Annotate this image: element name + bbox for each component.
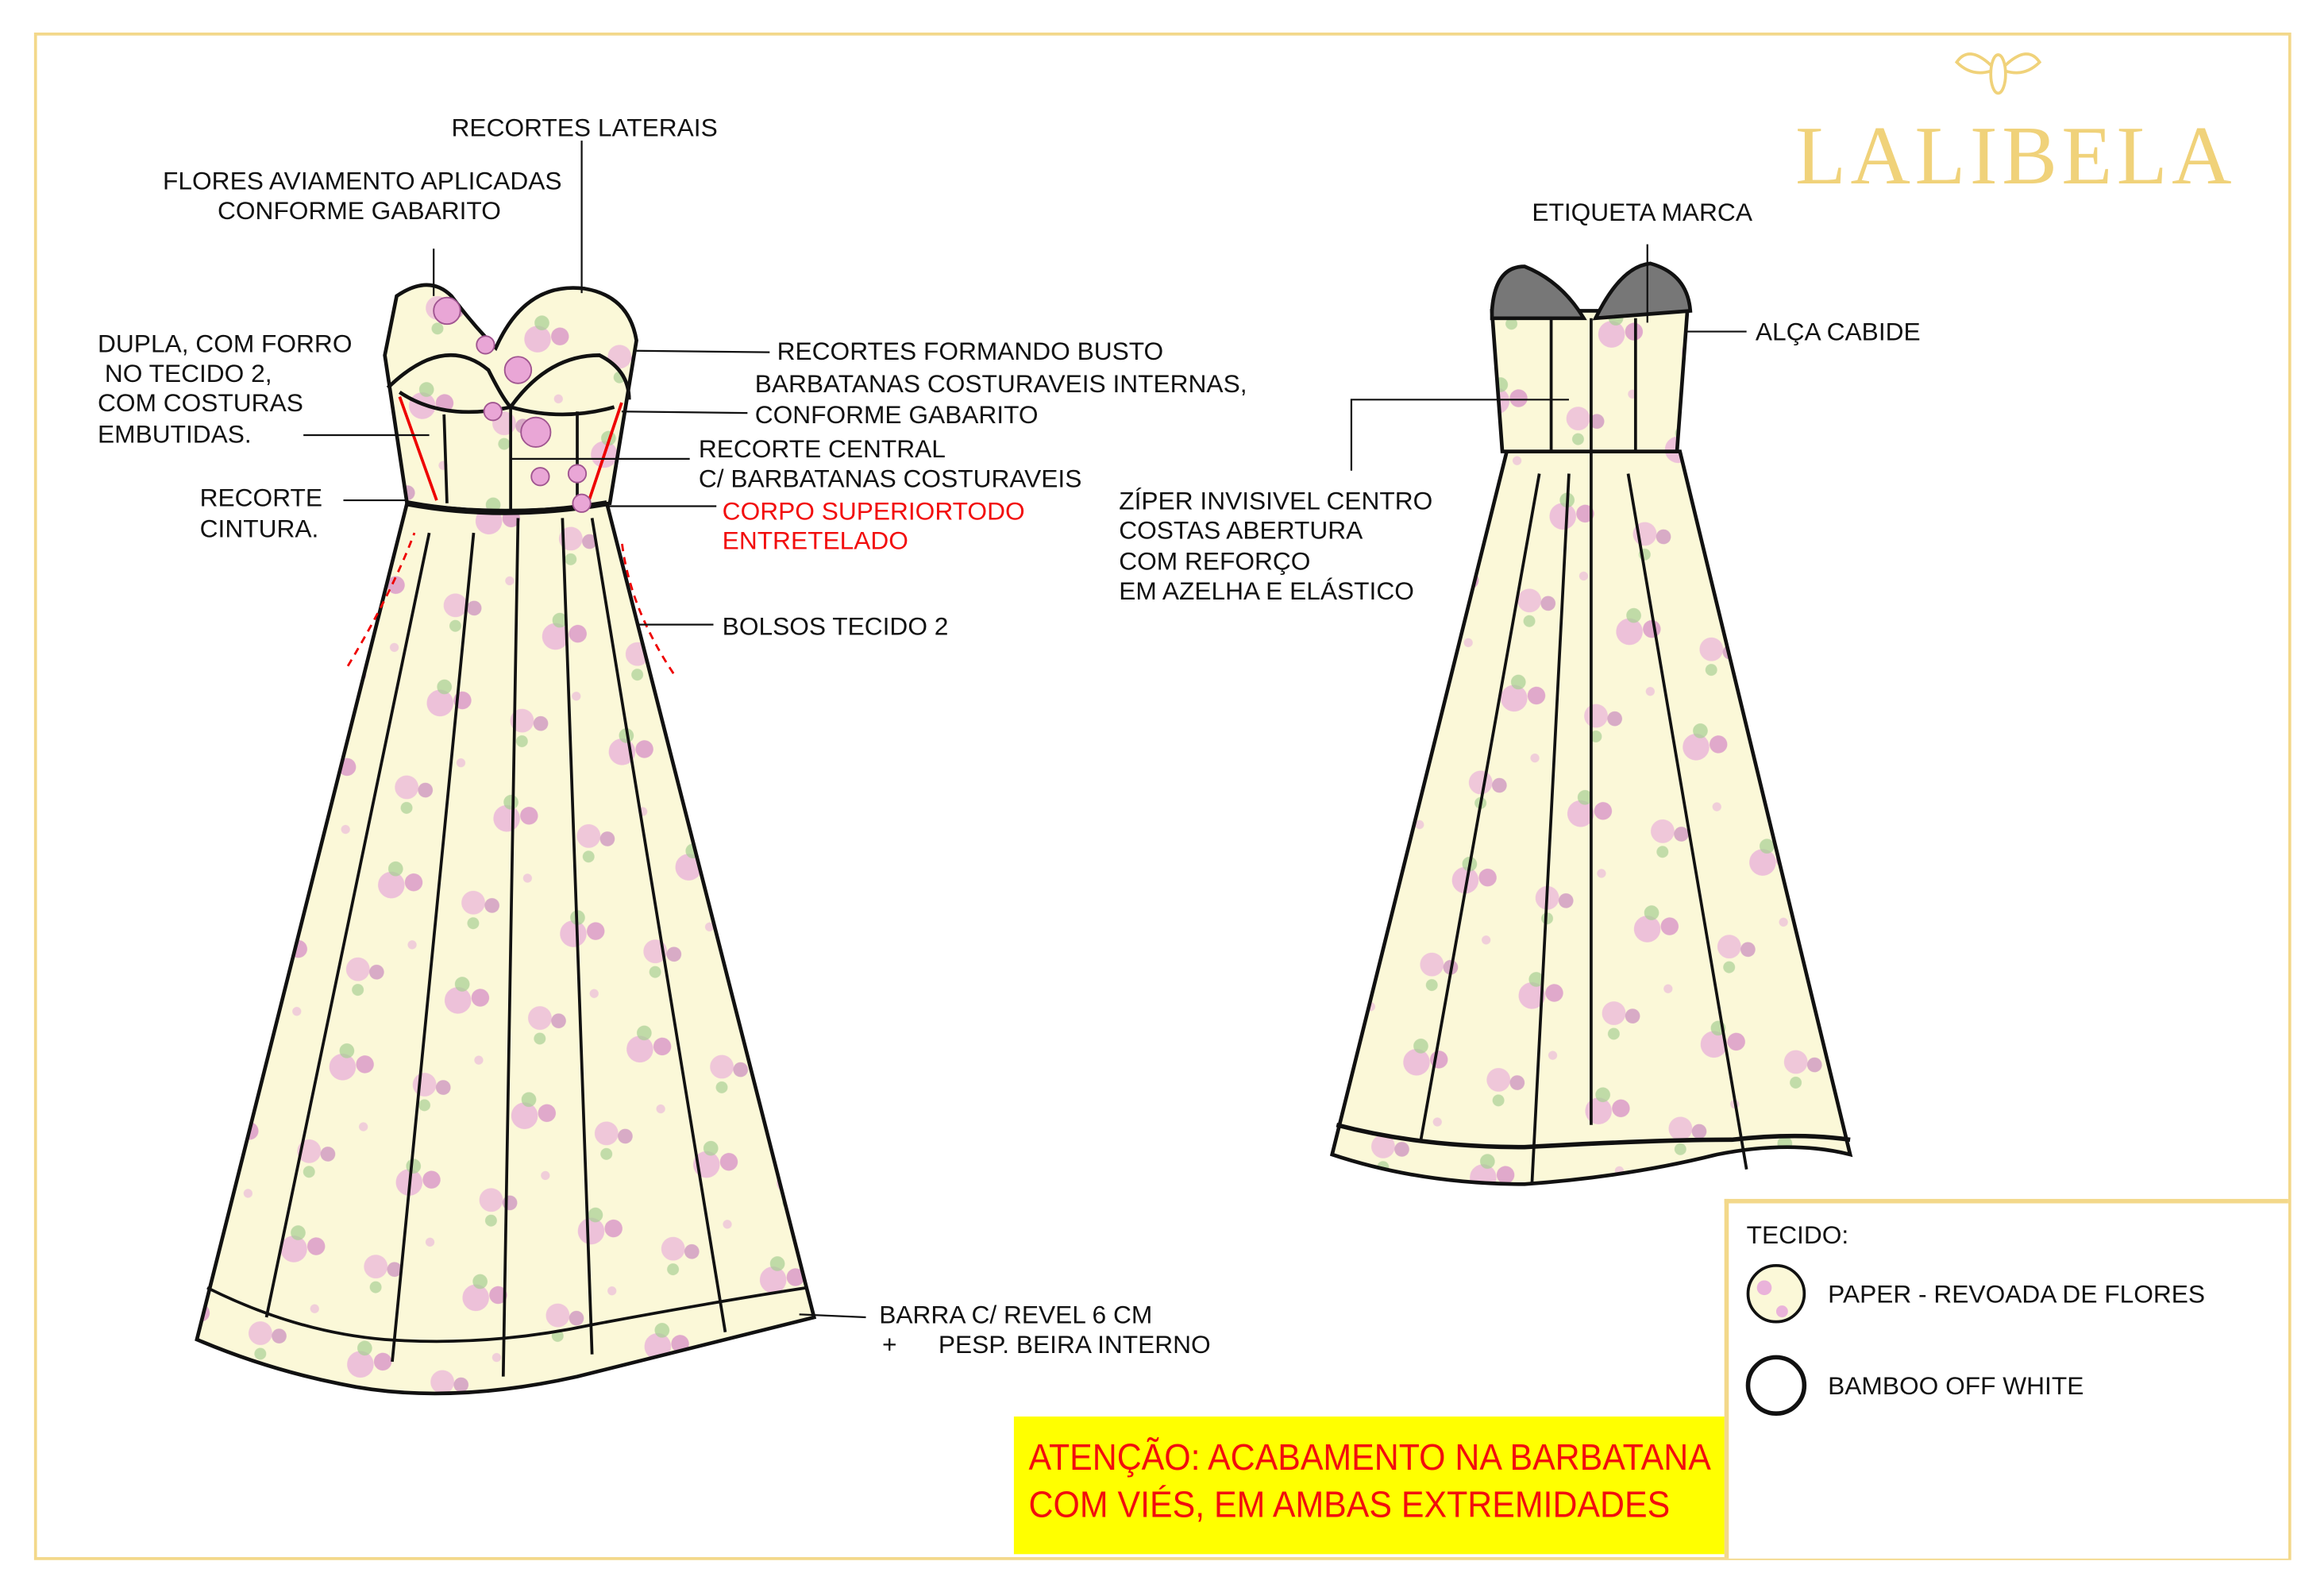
- label-barra-2: PESP. BEIRA INTERNO: [938, 1330, 1211, 1359]
- label-dupla-4: EMBUTIDAS.: [98, 420, 252, 449]
- label-barra-1: BARRA C/ REVEL 6 CM: [879, 1301, 1153, 1329]
- bee-logo-icon: [1954, 52, 2042, 95]
- label-recortes-busto: RECORTES FORMANDO BUSTO: [777, 337, 1164, 366]
- front-dress-drawing: [195, 283, 817, 1396]
- label-corpo-1: CORPO SUPERIORTODO: [722, 497, 1025, 526]
- label-barra-plus: +: [882, 1330, 897, 1359]
- label-flores-1: FLORES AVIAMENTO APLICADAS: [163, 167, 562, 196]
- label-ziper-2: COSTAS ABERTURA: [1119, 516, 1363, 545]
- label-ziper-1: ZÍPER INVISIVEL CENTRO: [1119, 487, 1433, 515]
- label-dupla-1: DUPLA, COM FORRO: [98, 330, 353, 359]
- label-etiqueta: ETIQUETA MARCA: [1532, 198, 1752, 227]
- fabric-legend-item: BAMBOO OFF WHITE: [1828, 1372, 2084, 1401]
- label-dupla-3: COM COSTURAS: [98, 389, 303, 418]
- back-dress-drawing: [1329, 261, 1853, 1186]
- label-recorte-cintura-2: CINTURA.: [199, 515, 319, 544]
- brand-logo: LALIBELA: [1795, 110, 2237, 203]
- fabric-legend-title: TECIDO:: [1746, 1220, 1849, 1250]
- label-bolsos: BOLSOS TECIDO 2: [722, 612, 949, 642]
- label-flores-2: CONFORME GABARITO: [218, 196, 501, 226]
- label-barbatanas-1: BARBATANAS COSTURAVEIS INTERNAS,: [754, 370, 1247, 399]
- leader-arrows: [303, 141, 1747, 1319]
- warning-line-1: ATENÇÃO: ACABAMENTO NA BARBATANA: [1028, 1437, 1711, 1479]
- label-alca: ALÇA CABIDE: [1755, 318, 1921, 347]
- fabric-legend: [1724, 1198, 2288, 1559]
- label-recorte-central-2: C/ BARBATANAS COSTURAVEIS: [698, 465, 1082, 493]
- warning-box: ATENÇÃO: ACABAMENTO NA BARBATANA COM VIÉ…: [1013, 1416, 1725, 1555]
- label-ziper-4: EM AZELHA E ELÁSTICO: [1119, 576, 1414, 606]
- label-corpo-2: ENTRETELADO: [722, 526, 908, 556]
- fabric-legend-item: PAPER - REVOADA DE FLORES: [1828, 1280, 2206, 1309]
- label-recorte-cintura-1: RECORTE: [199, 484, 323, 512]
- label-recorte-central-1: RECORTE CENTRAL: [698, 435, 946, 464]
- page-frame: [33, 33, 2292, 1560]
- label-dupla-2: NO TECIDO 2,: [98, 359, 272, 388]
- warning-line-2: COM VIÉS, EM AMBAS EXTREMIDADES: [1028, 1484, 1671, 1526]
- label-barbatanas-2: CONFORME GABARITO: [754, 401, 1039, 430]
- label-ziper-3: COM REFORÇO: [1119, 547, 1311, 576]
- label-recortes-laterais: RECORTES LATERAIS: [451, 114, 718, 142]
